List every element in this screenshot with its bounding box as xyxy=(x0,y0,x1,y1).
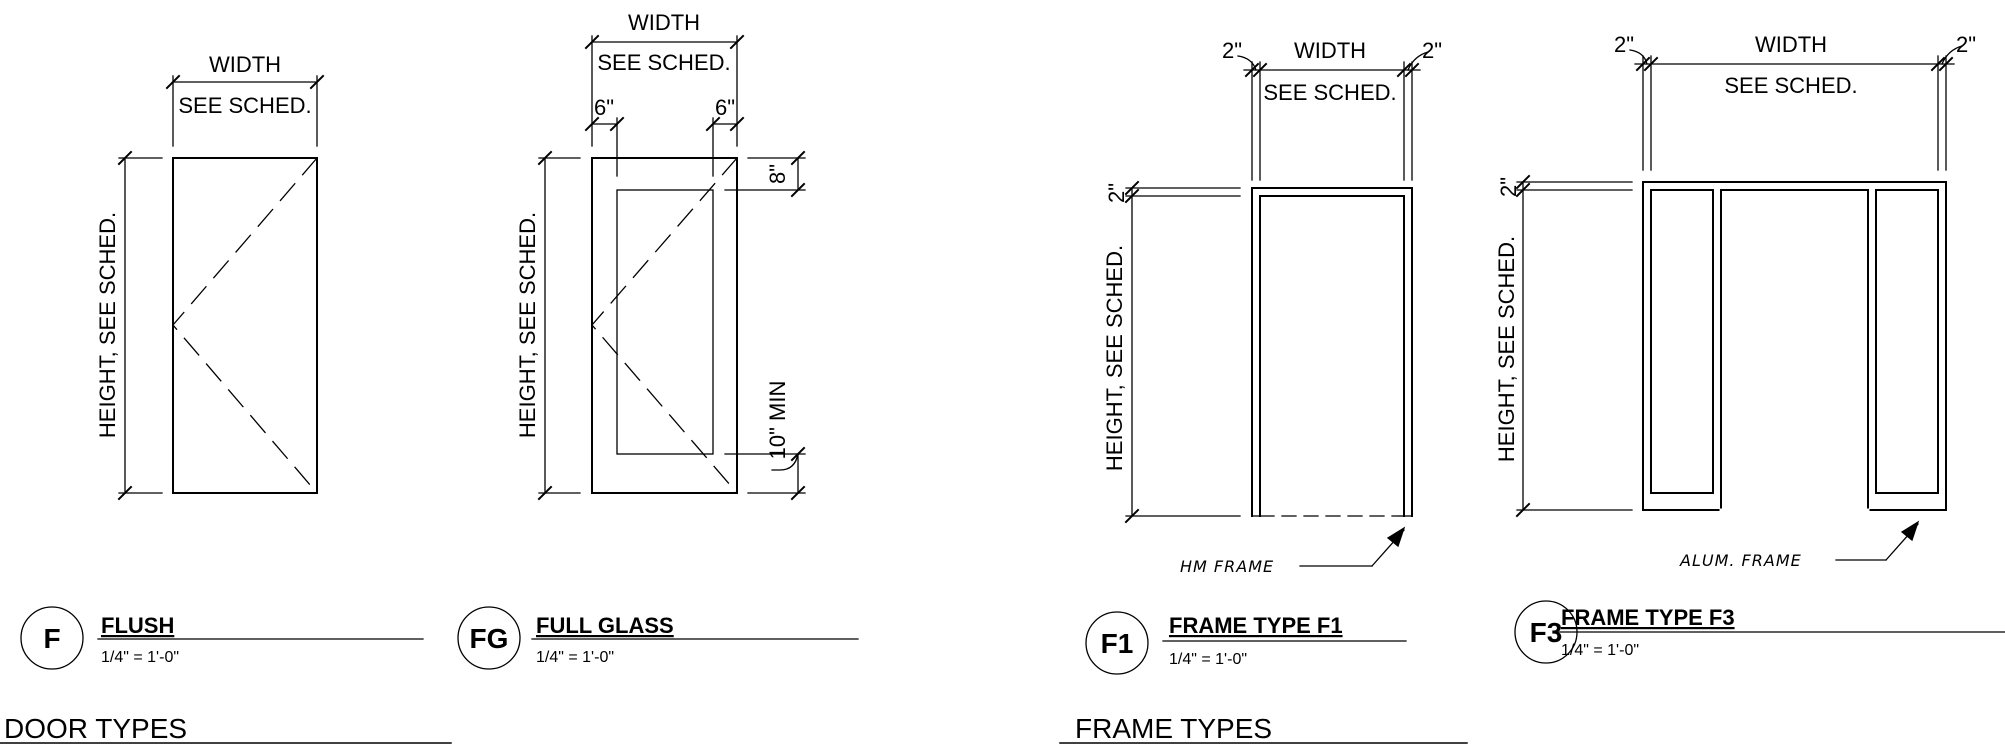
f1-scale: 1/4" = 1'-0" xyxy=(1169,651,1247,668)
f1-frame-outer xyxy=(1251,187,1413,517)
full-glass-title-block xyxy=(457,606,859,670)
f1-title: FRAME TYPE F1 xyxy=(1169,613,1343,638)
full-glass-door-outline xyxy=(591,157,738,494)
full-glass-tag-bubble xyxy=(457,606,521,670)
flush-tag: F xyxy=(43,623,60,654)
full-glass-right-offset: 6" xyxy=(715,95,735,120)
f1-width-label: WIDTH xyxy=(1294,38,1366,63)
full-glass-width-label: WIDTH xyxy=(628,10,700,35)
full-glass-tag: FG xyxy=(470,623,509,654)
full-glass-height-label: HEIGHT, SEE SCHED. xyxy=(515,212,540,438)
full-glass-swing-lines xyxy=(591,157,738,494)
f3-door-opening xyxy=(1720,189,1869,511)
f3-width-label: WIDTH xyxy=(1755,32,1827,57)
f1-title-block xyxy=(1085,611,1407,675)
f3-frame-outer xyxy=(1642,181,1947,511)
frame-f3-elevation xyxy=(1515,45,1963,561)
f1-left-dim: 2" xyxy=(1222,38,1242,63)
flush-title-block xyxy=(20,606,424,670)
full-glass-scale: 1/4" = 1'-0" xyxy=(536,649,614,666)
f1-right-dim: 2" xyxy=(1422,38,1442,63)
f3-title: FRAME TYPE F3 xyxy=(1561,605,1735,630)
flush-door-elevation xyxy=(117,74,325,501)
flush-width-label: WIDTH xyxy=(209,52,281,77)
f1-frame-inner xyxy=(1259,195,1405,517)
flush-width-value: SEE SCHED. xyxy=(178,93,311,118)
f3-left-sidelite xyxy=(1650,189,1714,494)
f3-height-label: HEIGHT, SEE SCHED. xyxy=(1494,236,1519,462)
f3-right-dim: 2" xyxy=(1956,32,1976,57)
f3-width-value: SEE SCHED. xyxy=(1724,73,1857,98)
f3-left-dim: 2" xyxy=(1614,32,1634,57)
f1-frame-note: HM FRAME xyxy=(1180,557,1274,576)
f1-width-value: SEE SCHED. xyxy=(1263,80,1396,105)
f3-frame-note: ALUM. FRAME xyxy=(1679,551,1802,570)
flush-scale: 1/4" = 1'-0" xyxy=(101,649,179,666)
f1-height-label: HEIGHT, SEE SCHED. xyxy=(1102,245,1127,471)
frame-types-title: FRAME TYPES xyxy=(1075,713,1272,744)
f3-scale: 1/4" = 1'-0" xyxy=(1561,642,1639,659)
full-glass-door-elevation xyxy=(537,34,806,501)
flush-tag-bubble xyxy=(20,606,84,670)
full-glass-width-value: SEE SCHED. xyxy=(597,50,730,75)
f1-top-dim: 2" xyxy=(1104,183,1129,203)
f1-tag-bubble xyxy=(1085,611,1149,675)
door-types-title: DOOR TYPES xyxy=(4,713,187,744)
full-glass-title: FULL GLASS xyxy=(536,613,674,638)
full-glass-bottom-offset: 10" MIN xyxy=(765,381,790,460)
flush-door-outline xyxy=(172,157,318,494)
flush-title: FLUSH xyxy=(101,613,174,638)
full-glass-left-offset: 6" xyxy=(594,95,614,120)
flush-height-label: HEIGHT, SEE SCHED. xyxy=(95,212,120,438)
f3-title-block xyxy=(1514,600,2005,664)
glass-lite xyxy=(616,189,714,455)
f3-right-sidelite xyxy=(1875,189,1939,494)
f3-top-dim: 2" xyxy=(1496,177,1521,197)
f3-tag: F3 xyxy=(1530,617,1563,648)
full-glass-top-offset: 8" xyxy=(765,164,790,184)
frame-f1-elevation xyxy=(1124,51,1429,567)
f1-tag: F1 xyxy=(1101,628,1134,659)
flush-door-swing-lines xyxy=(172,157,318,494)
